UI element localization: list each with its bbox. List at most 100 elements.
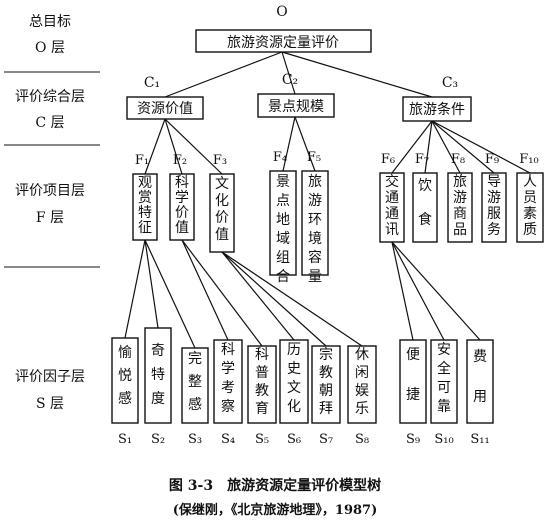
f4-label: 景点地域组合 <box>276 174 290 285</box>
layer-c-title: 评价综合层 <box>15 89 85 105</box>
f8-label: 旅游商品 <box>453 174 467 238</box>
s8-label: 休闲娱乐 <box>355 347 369 417</box>
s9-code: S₉ <box>406 432 420 447</box>
s10-box <box>430 339 458 424</box>
s2-code: S₂ <box>151 432 165 447</box>
edge-f2-s5 <box>181 239 263 347</box>
s6-code: S₆ <box>287 432 301 447</box>
root-code: O <box>276 4 287 20</box>
edge-f1-s3 <box>144 239 196 349</box>
s1-label: 愉悦感 <box>118 345 132 407</box>
f3-box <box>209 173 235 253</box>
c2-box <box>257 93 335 118</box>
f9-label: 导游服务 <box>487 174 501 238</box>
edge-f1-s2 <box>144 239 159 329</box>
s8-box <box>347 345 377 424</box>
f8-box <box>447 172 473 243</box>
layer-s-title: 评价因子层 <box>15 369 85 385</box>
f5-code: F₅ <box>307 150 321 165</box>
edge-c3-f10 <box>431 120 531 174</box>
s10-label: 安全可靠 <box>437 342 451 415</box>
f6-code: F₆ <box>381 152 395 167</box>
f1-box <box>132 173 158 241</box>
c3-box <box>402 96 472 122</box>
edge-c3-f6 <box>391 120 433 174</box>
edge-o-c3 <box>281 51 433 98</box>
s4-box <box>213 339 243 424</box>
s10-code: S₁₀ <box>434 432 453 447</box>
s7-code: S₇ <box>319 432 333 447</box>
s4-label: 科学考察 <box>221 342 235 415</box>
f5-label: 旅游环境容量 <box>308 174 322 285</box>
f7-label: 饮食 <box>418 178 432 228</box>
s3-box <box>181 347 209 424</box>
s7-label: 宗教朝拜 <box>319 347 333 417</box>
layer-c-name: C 层 <box>35 115 64 131</box>
s2-label: 奇特度 <box>151 342 165 407</box>
c3-label: 旅游条件 <box>409 101 465 118</box>
edge-c3-f9 <box>431 120 495 174</box>
s6-label: 历史文化 <box>287 342 301 415</box>
s3-label: 完整感 <box>188 351 202 413</box>
s5-code: S₅ <box>255 432 269 447</box>
s6-box <box>279 339 309 424</box>
layer-o-title: 总目标 <box>29 14 71 30</box>
f3-code: F₃ <box>213 153 227 168</box>
f1-label: 观赏特征 <box>138 175 152 236</box>
c2-code: C₂ <box>282 72 298 88</box>
f4-box <box>269 170 297 276</box>
s9-box <box>399 339 427 424</box>
connector-lines <box>124 51 531 349</box>
c2-label: 景点规模 <box>268 99 324 115</box>
edge-c2-f5 <box>294 116 316 172</box>
s9-label: 便捷 <box>406 347 420 403</box>
f6-label: 交通通讯 <box>385 173 399 238</box>
f8-code: F₈ <box>451 152 465 167</box>
layer-f-title: 评价项目层 <box>15 183 85 199</box>
f4-code: F₄ <box>273 150 287 165</box>
c1-code: C₁ <box>144 75 160 91</box>
edge-f6-s10 <box>391 241 445 341</box>
s8-code: S₈ <box>355 432 369 447</box>
edge-c3-f7 <box>424 120 433 174</box>
edge-c2-f4 <box>282 116 296 172</box>
layer-s-name: S 层 <box>36 396 64 412</box>
f-layer-nodes: F₁ 观赏特征 F₂ 科学价值 F₃ 文化价值 F₄ 景点地域组合 F₅ 旅游环… <box>132 150 544 285</box>
edge-o-c1 <box>164 51 283 98</box>
c1-label: 资源价值 <box>137 101 193 117</box>
s11-label: 费用 <box>473 349 487 405</box>
figure-caption-source: (保继刚，《北京旅游地理》，1987) <box>173 502 377 518</box>
layer-f-name: F 层 <box>36 210 64 226</box>
c1-box <box>126 96 204 120</box>
s-layer-nodes: 愉悦感 S₁ 奇特度 S₂ 完整感 S₃ 科学考察 S₄ 科普教育 S₅ 历史文… <box>111 327 494 447</box>
c-layer-nodes: C₁ 资源价值 C₂ 景点规模 C₃ 旅游条件 <box>126 72 472 122</box>
edge-f3-s8 <box>221 251 363 347</box>
f7-box <box>412 172 438 243</box>
edge-f6-s9 <box>391 241 414 341</box>
edge-c1-f2 <box>164 118 183 175</box>
edge-c1-f3 <box>164 118 223 175</box>
f1-code: F₁ <box>135 153 149 168</box>
root-box <box>195 29 372 53</box>
root-label: 旅游资源定量评价 <box>227 35 339 51</box>
f7-code: F₇ <box>415 152 429 167</box>
f2-label: 科学价值 <box>175 175 189 236</box>
edge-c1-f1 <box>144 118 166 175</box>
s1-box <box>111 337 139 424</box>
edge-f2-s4 <box>181 239 229 341</box>
f10-box <box>516 172 544 243</box>
edge-f1-s1 <box>124 239 146 339</box>
c3-code: C₃ <box>442 75 458 91</box>
layer-o-name: O 层 <box>35 40 65 56</box>
edge-f6-s11 <box>391 241 481 341</box>
edge-f3-s7 <box>221 251 327 347</box>
s3-code: S₃ <box>188 432 202 447</box>
s5-label: 科普教育 <box>255 347 269 417</box>
s7-box <box>311 345 341 424</box>
s5-box <box>247 345 277 424</box>
s2-box <box>144 327 172 424</box>
figure-caption-title: 图 3-3 旅游资源定量评价模型树 <box>169 477 381 494</box>
f6-box <box>379 172 405 243</box>
